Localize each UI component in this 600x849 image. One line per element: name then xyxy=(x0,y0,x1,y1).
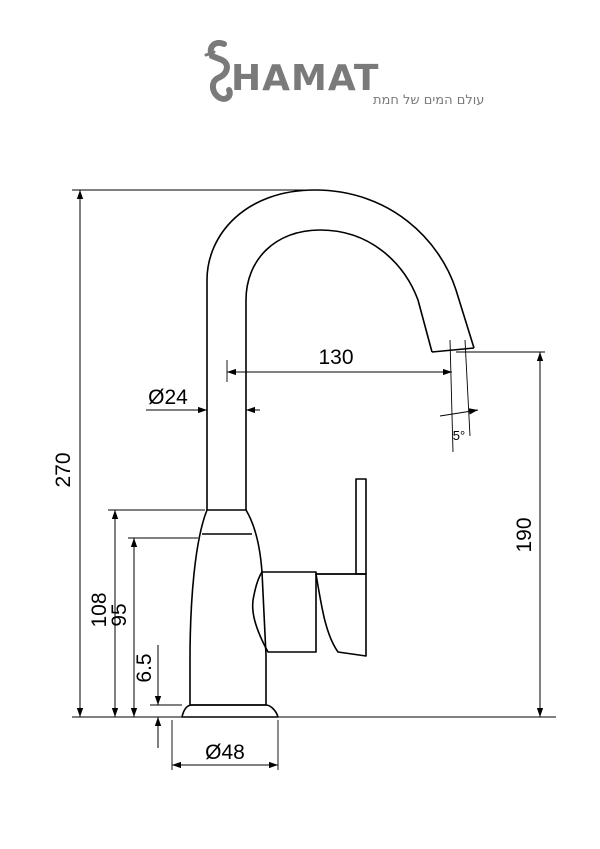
dimension-labels: 270 130 Ø24 5° 190 108 95 6.5 Ø48 xyxy=(52,346,536,764)
dim-label-5deg: 5° xyxy=(453,428,465,443)
spout-outer-line xyxy=(206,189,475,510)
dim-label-24: Ø24 xyxy=(148,386,188,409)
faucet-outline xyxy=(181,189,475,718)
brand-tagline: עולם המים של חמת xyxy=(373,93,484,108)
seahorse-icon xyxy=(204,40,233,102)
dim-label-190: 190 xyxy=(513,517,536,552)
dimension-lines xyxy=(76,190,544,769)
base-plate xyxy=(181,704,279,718)
spout-tip-line xyxy=(431,347,475,353)
extension-lines xyxy=(72,189,556,770)
dim-line-5deg xyxy=(439,408,479,417)
dim-label-48: Ø48 xyxy=(205,741,245,764)
dim-label-108: 108 xyxy=(88,592,111,627)
dim-label-95: 95 xyxy=(108,603,131,626)
brand-name: HAMAT xyxy=(231,58,379,99)
handle-connector xyxy=(251,571,317,653)
handle-lever xyxy=(315,573,367,657)
dim-label-130: 130 xyxy=(318,346,353,369)
brand-logo: HAMAT עולם המים של חמת xyxy=(204,40,484,108)
dim-label-270: 270 xyxy=(52,452,75,487)
faucet-body xyxy=(189,509,267,706)
handle-lever-top xyxy=(355,478,367,575)
dim-label-6-5: 6.5 xyxy=(133,653,156,682)
spout-inner-line xyxy=(245,229,433,510)
